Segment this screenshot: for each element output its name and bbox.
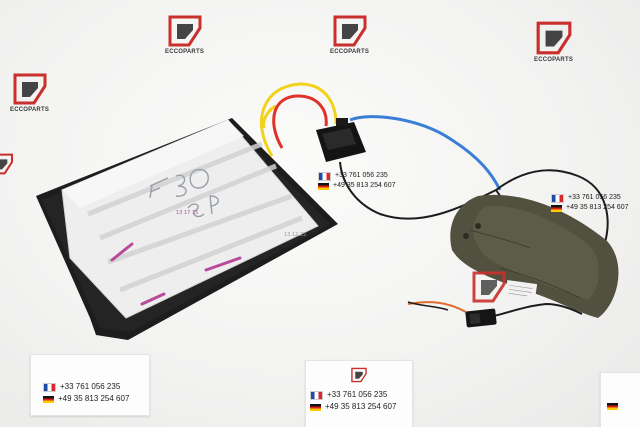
- heated-fabric-pad: [450, 194, 619, 318]
- phone-de: +49 35 813 254 607: [325, 402, 397, 411]
- ecco-logo-icon: [168, 15, 202, 47]
- france-flag-icon: [310, 390, 323, 400]
- contact-overlay: +33 761 056 235 +49 35 813 254 607: [318, 171, 395, 191]
- control-module: [316, 118, 366, 162]
- watermark-logo-partial: [0, 152, 14, 176]
- mat-label-1: 13 17 15: [176, 210, 198, 216]
- france-flag-icon: [318, 171, 331, 181]
- ecco-logo-icon: [351, 367, 367, 383]
- blue-wire: [349, 115, 502, 191]
- mat-label-2: 13.12.22: [284, 232, 306, 238]
- france-flag-icon: [551, 193, 564, 203]
- ecco-logo-icon: [13, 73, 47, 105]
- ecco-logo-icon: [333, 15, 367, 47]
- watermark-logo: ECCOPARTS: [534, 20, 573, 63]
- ecco-logo-icon: [536, 21, 571, 55]
- phone-fr: +33 761 056 235: [568, 194, 621, 201]
- ecco-logo-icon: [472, 271, 506, 303]
- contact-overlay: +33 761 056 235 +49 35 813 254 607: [551, 193, 628, 213]
- phone-fr: +33 761 056 235: [335, 172, 388, 179]
- handwriting-sp: [187, 195, 219, 218]
- france-flag-icon: [43, 382, 56, 392]
- phone-de: +49 35 813 254 607: [58, 394, 130, 403]
- contact-card: +33 761 056 235 +49 35 813 254 607: [30, 354, 150, 416]
- phone-fr: +33 761 056 235: [327, 390, 388, 399]
- germany-flag-icon: [310, 403, 321, 411]
- small-connector: [465, 308, 497, 328]
- germany-flag-icon: [318, 182, 329, 190]
- germany-flag-icon: [607, 403, 618, 410]
- watermark-logo: [470, 270, 508, 304]
- contact-card: +33 761 056 235 +49 35 813 254 607: [305, 360, 413, 427]
- phone-de: +49 35 813 254 607: [566, 204, 629, 211]
- watermark-logo: ECCOPARTS: [165, 14, 204, 55]
- watermark-brand: ECCOPARTS: [330, 49, 370, 55]
- ecco-logo-icon: [0, 153, 13, 175]
- watermark-brand: ECCOPARTS: [534, 57, 574, 63]
- germany-flag-icon: [551, 204, 562, 212]
- phone-de: +49 35 813 254 607: [333, 182, 396, 189]
- phone-fr: +33 761 056 235: [60, 382, 121, 391]
- watermark-logo: ECCOPARTS: [330, 14, 369, 55]
- handwriting-f30: [149, 168, 209, 199]
- yellow-wire: [260, 82, 338, 157]
- watermark-brand: ECCOPARTS: [10, 107, 50, 113]
- watermark-brand: ECCOPARTS: [165, 49, 205, 55]
- contact-card-partial: [600, 372, 640, 427]
- germany-flag-icon: [43, 395, 54, 403]
- watermark-logo: ECCOPARTS: [10, 72, 49, 113]
- red-wire: [272, 94, 328, 149]
